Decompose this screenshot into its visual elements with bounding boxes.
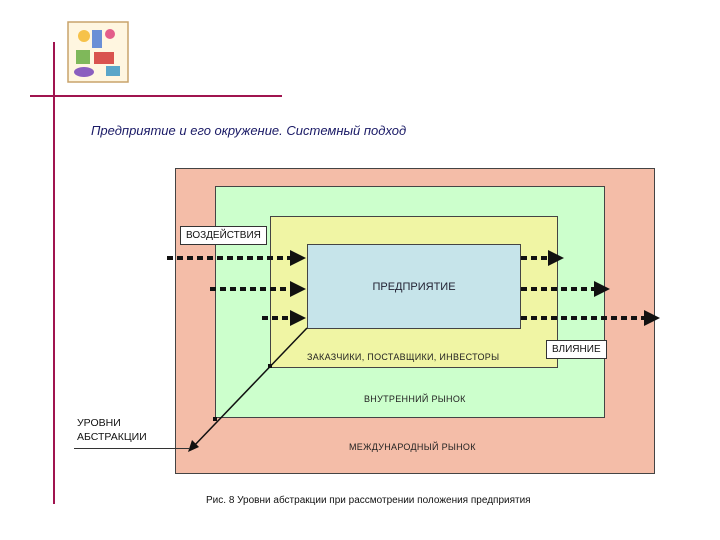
incoming-arrowhead-2 [290,281,306,297]
outgoing-arrowhead-1 [548,250,564,266]
decorative-logo-image [67,21,129,83]
outgoing-arrowhead-2 [594,281,610,297]
enterprise-label: ПРЕДПРИЯТИЕ [372,280,456,293]
abstraction-levels-underline [74,448,190,449]
abstraction-levels-line-1: УРОВНИ [77,417,121,429]
figure-caption: Рис. 8 Уровни абстракции при рассмотрени… [206,495,531,506]
vertical-rule [53,42,55,504]
influence-in-tag: ВОЗДЕЙСТВИЯ [180,226,267,245]
slide-title: Предприятие и его окружение. Системный п… [91,123,407,138]
horizontal-rule [30,95,282,97]
customers-label: ЗАКАЗЧИКИ, ПОСТАВЩИКИ, ИНВЕСТОРЫ [307,352,500,362]
influence-out-tag: ВЛИЯНИЕ [546,340,607,359]
incoming-arrowhead-1 [290,250,306,266]
abstraction-levels-arrow [188,327,308,452]
outgoing-arrowhead-3 [644,310,660,326]
domestic-market-label: ВНУТРЕННИЙ РЫНОК [364,394,466,404]
abstraction-levels-line-2: АБСТРАКЦИИ [77,431,147,443]
international-market-label: МЕЖДУНАРОДНЫЙ РЫНОК [349,442,476,452]
enterprise-box: ПРЕДПРИЯТИЕ [307,244,521,329]
incoming-arrowhead-3 [290,310,306,326]
abstraction-levels-label: УРОВНИ АБСТРАКЦИИ [77,416,147,444]
